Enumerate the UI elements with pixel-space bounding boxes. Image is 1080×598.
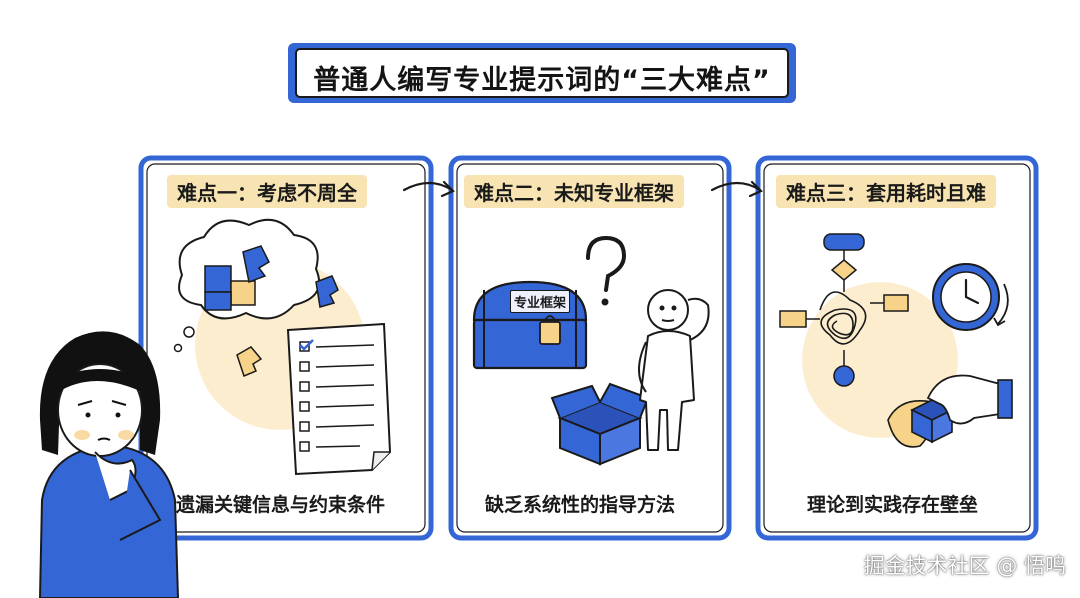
clock-icon [932,263,1009,331]
panel-3-caption: 理论到实践存在壁垒 [807,494,979,516]
panel-1-illustration [173,218,392,476]
panel-2-frame [448,155,732,541]
puzzle-thought-bubble-icon [173,218,321,353]
panel-2-caption: 缺乏系统性的指导方法 [485,494,676,516]
checklist-icon [286,322,392,476]
panel-1-caption: 遗漏关键信息与约束条件 [176,494,386,516]
panel-3-illustration [779,233,1013,448]
panel-2-illustration [472,235,710,466]
panel-3-heading: 难点三：套用耗时且难 [776,175,996,208]
title-banner [288,43,796,103]
girl-thinking-icon [38,331,180,598]
watermark: 掘金技术社区 @ 悟鸣 [863,554,1066,578]
tangled-flowchart-icon [779,233,909,387]
question-mark-icon [586,235,627,306]
page-title: 普通人编写专业提示词的“三大难点” [313,65,771,96]
chest-label: 专业框架 [510,290,571,313]
thinking-person-icon [638,289,710,451]
panel-1-heading: 难点一：考虑不周全 [167,175,367,208]
open-box-icon [550,382,650,466]
hand-with-cube-icon [887,374,1013,448]
arrow-icon [402,180,763,198]
panel-2-heading: 难点二：未知专业框架 [464,175,684,208]
